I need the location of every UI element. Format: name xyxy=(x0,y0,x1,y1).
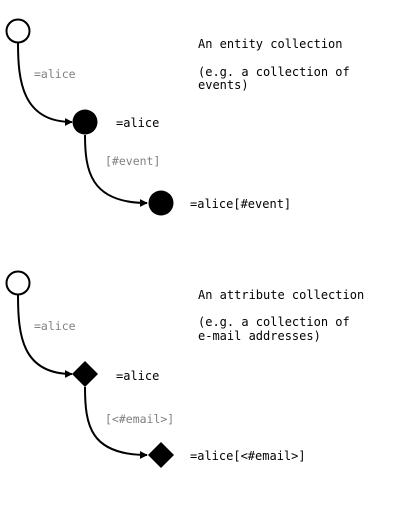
edge-label-alice: =alice xyxy=(34,319,76,333)
edge-label-alice: =alice xyxy=(34,67,76,81)
description-title: An entity collection xyxy=(198,37,343,51)
edge-root-to-alice-attr xyxy=(17,294,73,378)
edge-label-email: [<#email>] xyxy=(105,412,174,426)
entity-collection-diagram: =alice =alice [#event] =alice[#event] An… xyxy=(5,18,350,216)
edge-root-to-alice xyxy=(17,42,73,126)
node-label-alice-event: =alice[#event] xyxy=(190,197,291,211)
node-label-alice-email: =alice[<#email>] xyxy=(190,449,306,463)
entity-node xyxy=(72,109,98,135)
edge-alice-to-event xyxy=(84,134,148,207)
root-node xyxy=(5,18,31,44)
description-line-2: e-mail addresses) xyxy=(198,329,321,343)
attribute-collection-diagram: =alice =alice [<#email>] =alice[<#email>… xyxy=(5,270,364,468)
edge-label-event: [#event] xyxy=(105,154,160,168)
root-node xyxy=(5,270,31,296)
description-line-2: events) xyxy=(198,78,249,92)
attribute-collection-node xyxy=(148,442,174,468)
node-label-alice: =alice xyxy=(116,369,159,383)
description-title: An attribute collection xyxy=(198,288,364,302)
description-line-1: (e.g. a collection of xyxy=(198,65,350,79)
attribute-node xyxy=(72,361,98,387)
description-line-1: (e.g. a collection of xyxy=(198,315,350,329)
node-label-alice: =alice xyxy=(116,116,159,130)
edge-alice-to-email xyxy=(84,386,148,459)
entity-collection-node xyxy=(148,190,174,216)
